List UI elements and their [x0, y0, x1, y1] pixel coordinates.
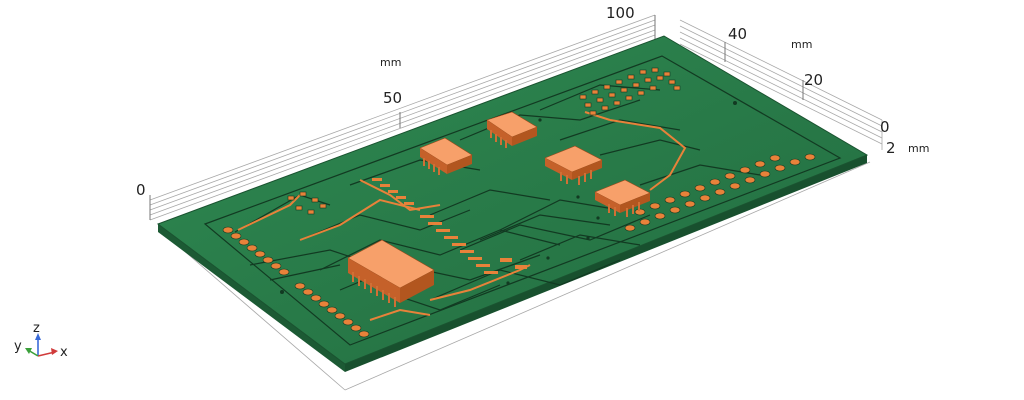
pads-left-cluster — [287, 191, 327, 215]
x-tick-label-100: 100 — [606, 4, 635, 22]
y-axis-unit: mm — [791, 38, 812, 51]
board-top-face — [156, 35, 869, 365]
x-axis-unit: mm — [380, 56, 401, 69]
triad-y-label: y — [14, 339, 22, 354]
triad-z-label: z — [33, 321, 40, 336]
board-front-edge — [158, 224, 345, 372]
x-tick-label-0: 0 — [136, 181, 146, 199]
ic-chip-1 — [486, 111, 538, 148]
ic-chip-large — [347, 239, 435, 307]
ic-chip-2 — [419, 137, 473, 175]
pads-top-cluster — [579, 67, 681, 116]
triad-x-label: x — [60, 345, 68, 360]
pads-right-edge — [624, 153, 816, 232]
y-tick-label-40: 40 — [728, 25, 747, 43]
center-pads — [372, 178, 527, 274]
z-axis-unit: mm — [908, 142, 929, 155]
x-tick-label-50: 50 — [383, 89, 402, 107]
axis-triad: z x y — [14, 321, 68, 360]
z-tick-label-2: 2 — [886, 139, 896, 157]
board-right-edge — [345, 155, 867, 372]
tick-marks — [149, 15, 804, 220]
y-tick-label-0: 0 — [880, 118, 890, 136]
board-outline-trace — [203, 55, 842, 346]
grid-box — [149, 14, 883, 391]
traces — [234, 84, 761, 311]
y-tick-label-20: 20 — [804, 71, 823, 89]
ic-chip-4 — [594, 179, 651, 217]
pads-left-edge — [222, 226, 370, 338]
pcb-board — [156, 35, 869, 372]
ic-chip-3 — [544, 145, 603, 185]
